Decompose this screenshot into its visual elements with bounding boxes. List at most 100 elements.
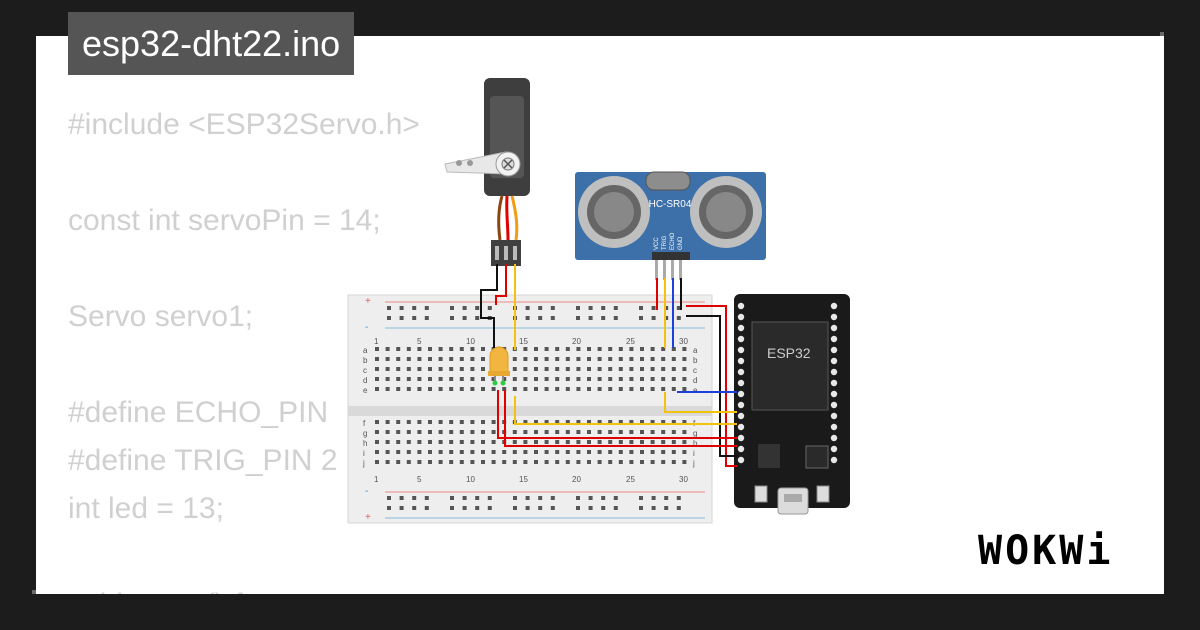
breadboard-hole <box>650 430 655 434</box>
column-label: 1 <box>374 475 379 484</box>
breadboard-hole <box>618 347 623 351</box>
column-label: 30 <box>679 475 688 484</box>
column-label: 25 <box>626 475 635 484</box>
breadboard-hole <box>576 377 581 381</box>
esp32-pin <box>737 445 745 453</box>
breadboard-hole <box>576 420 581 424</box>
breadboard-rail-hole <box>550 496 555 500</box>
ultrasonic-sensor: HC-SR04 VCC TRIG ECHO GND <box>575 171 766 280</box>
breadboard-rail-hole <box>550 306 555 310</box>
breadboard-hole <box>661 420 666 424</box>
breadboard-hole <box>565 450 570 454</box>
breadboard-hole <box>671 430 676 434</box>
code-line: const int servoPin = 14; <box>68 204 381 237</box>
breadboard-hole <box>491 440 496 444</box>
esp32-pin <box>830 445 838 453</box>
breadboard-holes <box>375 306 687 510</box>
breadboard-hole <box>629 387 634 391</box>
file-name-tab: esp32-dht22.ino <box>68 12 355 75</box>
breadboard-hole <box>459 450 464 454</box>
breadboard-hole <box>459 420 464 424</box>
breadboard-hole <box>640 460 644 464</box>
breadboard-hole <box>438 357 443 361</box>
breadboard-rail-hole <box>664 506 669 510</box>
breadboard-hole <box>375 377 379 381</box>
esp32-label: ESP32 <box>767 345 811 361</box>
breadboard-hole <box>470 357 475 361</box>
breadboard-hole <box>555 440 560 444</box>
breadboard-rail-hole <box>462 306 467 310</box>
breadboard-hole <box>587 450 591 454</box>
breadboard-hole <box>555 377 560 381</box>
breadboard-hole <box>406 367 411 371</box>
breadboard-hole <box>449 367 454 371</box>
breadboard-hole <box>523 460 528 464</box>
breadboard-hole <box>396 440 401 444</box>
breadboard-hole <box>650 440 655 444</box>
rail-minus-label: - <box>365 322 368 333</box>
breadboard-hole <box>438 440 443 444</box>
breadboard-hole <box>417 387 422 391</box>
breadboard-hole <box>428 367 432 371</box>
column-label: 15 <box>519 337 528 346</box>
breadboard-hole <box>470 387 475 391</box>
breadboard-rail-hole <box>676 316 681 320</box>
breadboard-hole <box>449 450 454 454</box>
esp32-pin <box>830 302 838 310</box>
breadboard-hole <box>438 430 443 434</box>
breadboard-rail-hole <box>475 496 480 500</box>
esp32-pin <box>830 346 838 354</box>
breadboard-hole <box>449 347 454 351</box>
breadboard-rail-hole <box>550 316 555 320</box>
breadboard-hole <box>682 460 687 464</box>
breadboard-hole <box>396 460 401 464</box>
sensor-pin-label: GND <box>678 236 684 250</box>
servo-screw-icon <box>501 157 515 171</box>
breadboard-hole <box>587 430 591 434</box>
sensor-pin-label: TRIG <box>662 235 668 250</box>
breadboard-hole <box>640 367 644 371</box>
breadboard-hole <box>618 367 623 371</box>
code-line <box>68 528 668 576</box>
esp32-pin <box>737 379 745 387</box>
breadboard-hole <box>544 420 549 424</box>
breadboard-hole <box>682 440 687 444</box>
breadboard-rail-hole <box>550 506 555 510</box>
breadboard-rail-hole <box>651 306 656 310</box>
breadboard-rail-hole <box>399 506 404 510</box>
row-label: f <box>363 419 366 428</box>
row-label: d <box>693 376 697 385</box>
esp32-pin <box>737 368 745 376</box>
breadboard-hole <box>640 420 644 424</box>
breadboard-hole <box>640 450 644 454</box>
breadboard-rail-hole <box>664 306 669 310</box>
breadboard-rail-hole <box>676 306 681 310</box>
breadboard-hole <box>459 460 464 464</box>
esp32-pin <box>830 357 838 365</box>
breadboard-rail-hole <box>651 506 656 510</box>
breadboard-hole <box>523 367 528 371</box>
breadboard-hole <box>640 387 644 391</box>
breadboard-hole <box>375 450 379 454</box>
breadboard-hole <box>629 430 634 434</box>
breadboard-hole <box>608 367 613 371</box>
breadboard-hole <box>597 440 602 444</box>
row-label: j <box>362 459 365 468</box>
breadboard-hole <box>481 420 485 424</box>
breadboard-hole <box>481 387 485 391</box>
breadboard-hole <box>470 420 475 424</box>
esp32-pin <box>830 335 838 343</box>
esp32-pin <box>830 368 838 376</box>
breadboard-hole <box>661 357 666 361</box>
breadboard-hole <box>481 450 485 454</box>
breadboard-hole <box>470 347 475 351</box>
breadboard-hole <box>428 347 432 351</box>
breadboard-hole <box>534 460 538 464</box>
breadboard-hole <box>428 387 432 391</box>
breadboard-rail-hole <box>424 316 429 320</box>
breadboard-hole <box>629 357 634 361</box>
breadboard-hole <box>618 387 623 391</box>
breadboard-rail-hole <box>601 506 606 510</box>
breadboard-rail-hole <box>538 506 543 510</box>
breadboard-rail-hole <box>412 316 417 320</box>
